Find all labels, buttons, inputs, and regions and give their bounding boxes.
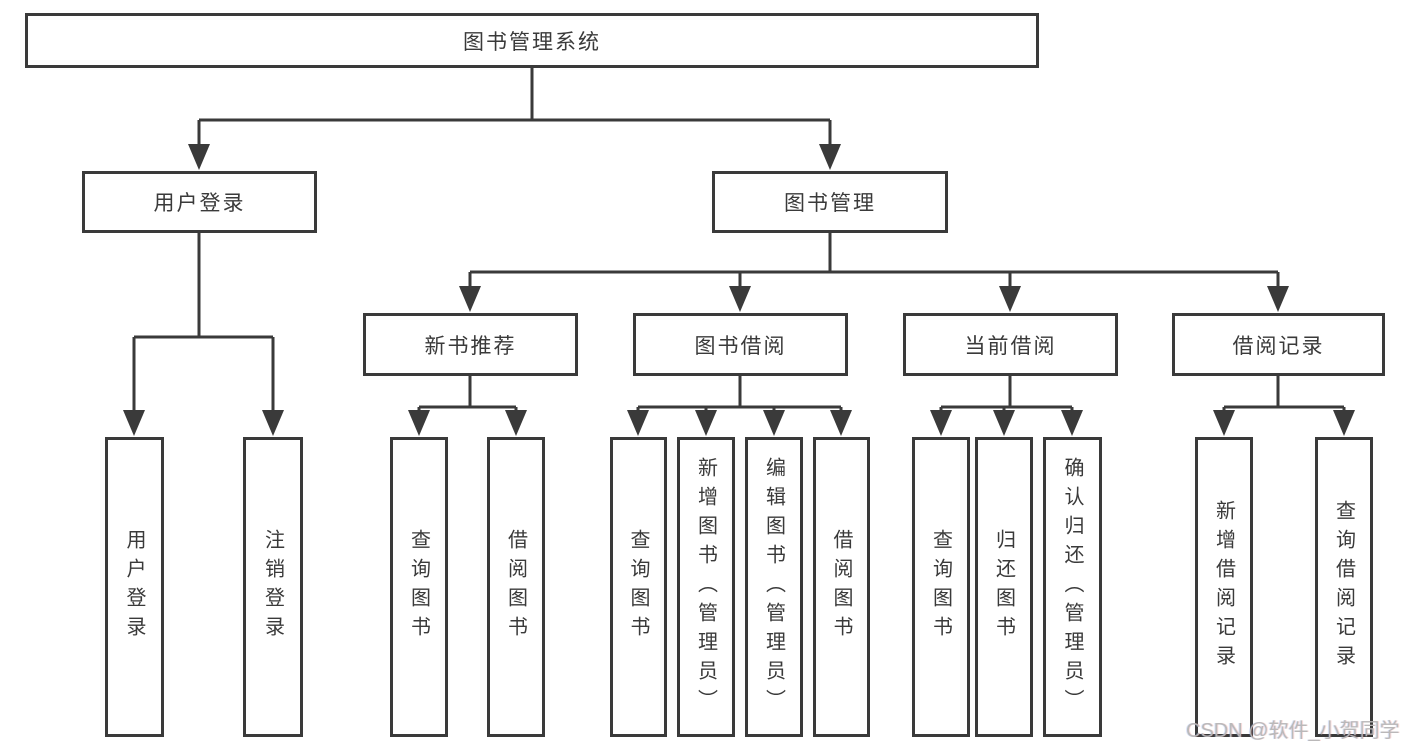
node-root-label: 图书管理系统 [463, 30, 601, 54]
leaf-confirm-return-admin-label: 确认归还（管理员） [1061, 456, 1083, 718]
edge-recommend-to-leaves [417, 376, 518, 416]
node-book-management-label: 图书管理 [784, 192, 876, 215]
leaf-borrow-books-label: 借阅图书 [830, 529, 852, 645]
leaf-query-books-current-label: 查询图书 [929, 529, 952, 645]
leaf-add-book-admin: 新增图书（管理员） [677, 437, 735, 737]
leaf-borrow-books-recommend: 借阅图书 [487, 437, 545, 737]
edge-book-mgmt-to-level3 [468, 233, 1280, 290]
leaf-user-login: 用户登录 [105, 437, 164, 737]
node-book-management: 图书管理 [712, 171, 948, 233]
node-borrowing-records-label: 借阅记录 [1232, 334, 1325, 358]
leaf-edit-book-admin-label: 编辑图书（管理员） [762, 456, 785, 718]
node-book-borrowing-label: 图书借阅 [694, 334, 787, 358]
leaf-return-book: 归还图书 [975, 437, 1033, 737]
node-current-borrowing: 当前借阅 [903, 313, 1118, 376]
leaf-user-login-label: 用户登录 [123, 529, 145, 645]
leaf-query-books-borrowing-label: 查询图书 [627, 529, 649, 645]
leaf-add-book-admin-label: 新增图书（管理员） [694, 456, 717, 718]
leaf-edit-book-admin: 编辑图书（管理员） [745, 437, 803, 737]
node-new-book-recommend: 新书推荐 [363, 313, 578, 376]
node-borrowing-records: 借阅记录 [1172, 313, 1385, 376]
leaf-borrow-books-recommend-label: 借阅图书 [504, 529, 527, 645]
node-book-borrowing: 图书借阅 [633, 313, 848, 376]
arrowheads [123, 144, 1355, 436]
leaf-confirm-return-admin: 确认归还（管理员） [1043, 437, 1102, 737]
node-user-login: 用户登录 [82, 171, 317, 233]
node-root-system: 图书管理系统 [25, 13, 1039, 68]
leaf-query-books-recommend: 查询图书 [390, 437, 448, 737]
leaf-logout: 注销登录 [243, 437, 303, 737]
edge-records-to-leaves [1222, 376, 1346, 416]
leaf-return-book-label: 归还图书 [992, 529, 1015, 645]
node-new-book-recommend-label: 新书推荐 [424, 334, 517, 358]
leaf-logout-label: 注销登录 [261, 529, 284, 645]
leaf-query-borrow-record-label: 查询借阅记录 [1332, 500, 1355, 674]
leaf-add-borrow-record: 新增借阅记录 [1195, 437, 1253, 737]
leaf-add-borrow-record-label: 新增借阅记录 [1212, 500, 1235, 674]
edge-borrow-to-leaves [636, 376, 843, 416]
leaf-query-books-borrowing: 查询图书 [610, 437, 667, 737]
csdn-watermark: CSDN @软件_小贺同学 [1186, 720, 1400, 742]
node-user-login-label: 用户登录 [153, 192, 246, 215]
edge-user-login-to-leaves [132, 233, 275, 414]
leaf-borrow-books: 借阅图书 [813, 437, 870, 737]
leaf-query-books-current: 查询图书 [912, 437, 970, 737]
node-current-borrowing-label: 当前借阅 [964, 334, 1057, 358]
leaf-query-books-recommend-label: 查询图书 [407, 529, 430, 645]
leaf-query-borrow-record: 查询借阅记录 [1315, 437, 1373, 737]
edge-root-to-level2 [197, 68, 832, 147]
